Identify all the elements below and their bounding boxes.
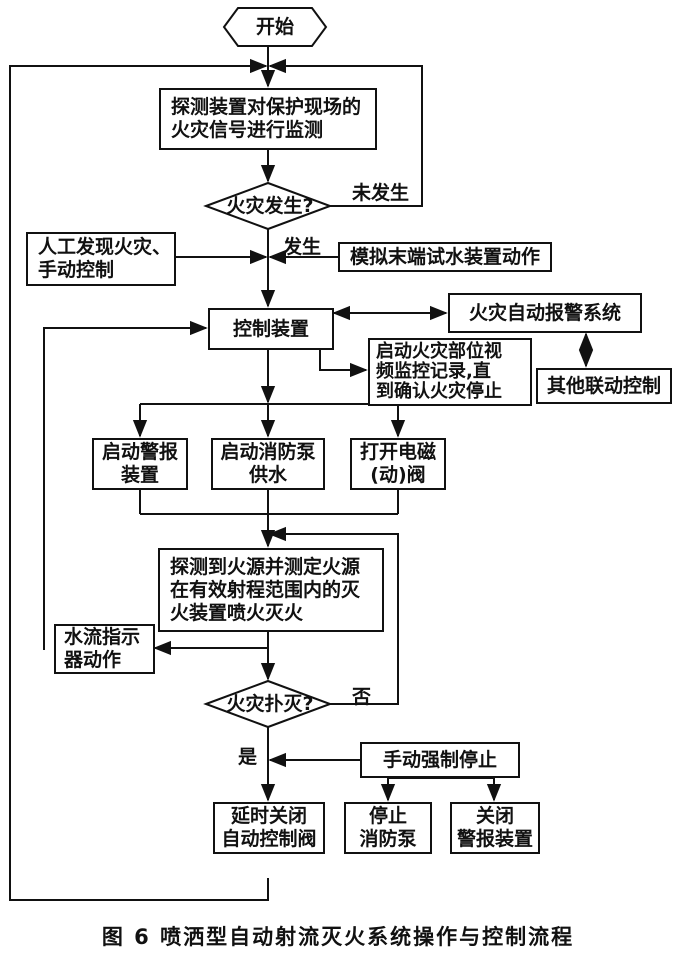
manual-stop-box: 手动强制停止 (360, 742, 520, 778)
occurred-label: 发生 (283, 236, 322, 258)
arrow-return-loop (9, 58, 269, 901)
fire-alarm-system-box: 火灾自动报警系统 (448, 293, 642, 333)
video-monitor-box: 启动火灾部位视 频监控记录,直 到确认火灾停止 (368, 338, 532, 406)
flow-indicator-box: 水流指示 器动作 (54, 624, 155, 674)
figure-caption: 图 6 喷洒型自动射流灭火系统操作与控制流程 (101, 925, 575, 949)
detect-spray-box: 探测到火源并测定火源 在有效射程范围内的灭 火装置喷火灭火 (158, 548, 384, 632)
no-label: 否 (352, 686, 372, 708)
arrow-flow-control (43, 320, 208, 650)
other-linkage-box: 其他联动控制 (536, 368, 672, 404)
yes-label: 是 (238, 746, 258, 768)
arrow-control-video (319, 350, 368, 378)
manual-detect-box: 人工发现火灾、 手动控制 (26, 232, 176, 286)
open-valve-box: 打开电磁 (动)阀 (350, 438, 446, 490)
start-hexagon-shape (222, 7, 328, 47)
close-valve-box: 延时关闭 自动控制阀 (213, 802, 325, 854)
control-device-box: 控制装置 (208, 308, 334, 350)
start-alarm-box: 启动警报 装置 (92, 438, 188, 490)
monitor-box: 探测装置对保护现场的 火灾信号进行监测 (159, 88, 377, 150)
not-occurred-label: 未发生 (352, 182, 410, 204)
arrow-no-loop (268, 526, 399, 705)
end-test-box: 模拟末端试水装置动作 (338, 242, 552, 272)
extinguished-decision: 火灾扑灭? (226, 692, 314, 715)
start-pump-box: 启动消防泵 供水 (211, 438, 325, 490)
close-alarm-box: 关闭 警报装置 (450, 802, 540, 854)
fire-occurred-decision: 火灾发生? (226, 194, 314, 217)
start-node: 开始 (255, 15, 294, 38)
arrow-not-occurred-loop (268, 58, 423, 207)
stop-pump-box: 停止 消防泵 (344, 802, 432, 854)
